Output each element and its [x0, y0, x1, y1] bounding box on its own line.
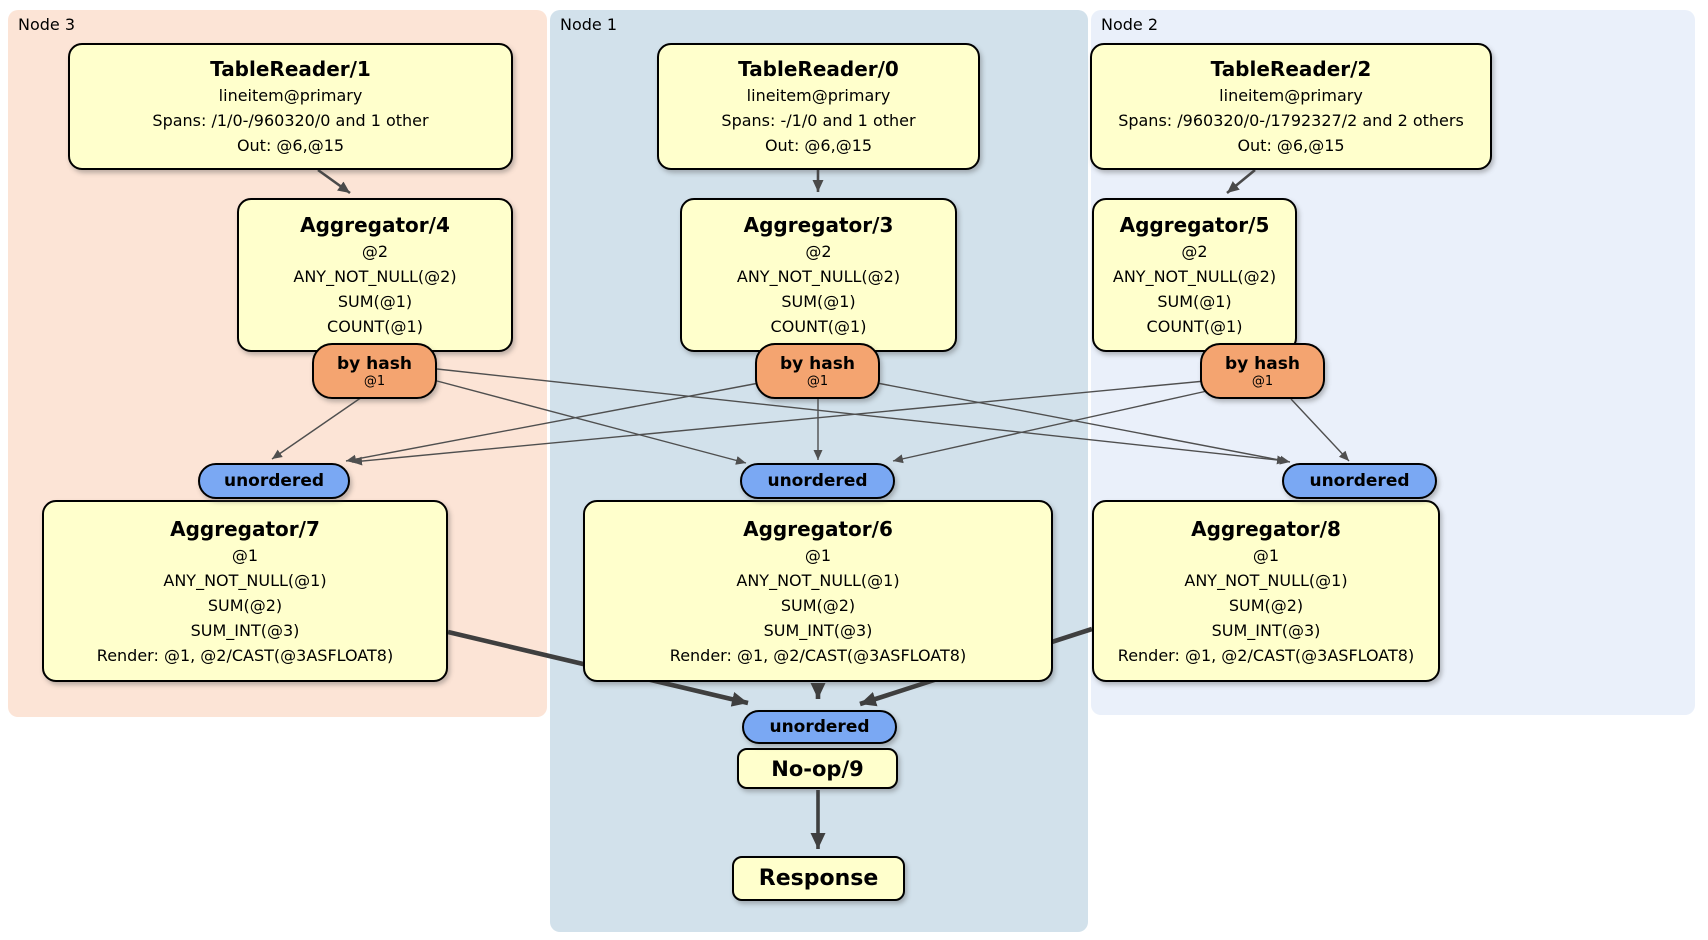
processor-noop-9: No-op/9: [737, 748, 898, 789]
processor-tablereader-0: TableReader/0 lineitem@primary Spans: -/…: [657, 43, 980, 170]
agg-group-col: @1: [1252, 545, 1280, 565]
agg-render-expr: Render: @1, @2/CAST(@3ASFLOAT8): [1117, 645, 1415, 665]
sync-label: unordered: [769, 717, 870, 737]
agg-group-col: @2: [805, 242, 832, 261]
processor-spans: Spans: /960320/0-/1792327/2 and 2 others: [1118, 111, 1464, 130]
agg-fn: ANY_NOT_NULL(@1): [163, 570, 327, 590]
processor-out: Out: @6,@15: [236, 136, 345, 155]
sync-label: unordered: [1309, 471, 1410, 491]
processor-aggregator-4: Aggregator/4 @2 ANY_NOT_NULL(@2) SUM(@1)…: [237, 198, 513, 352]
router-hash-column: @1: [363, 373, 386, 389]
processor-spans: Spans: -/1/0 and 1 other: [721, 111, 916, 130]
agg-group-col: @1: [231, 545, 259, 565]
region-node3-label: Node 3: [18, 15, 76, 34]
processor-title: Response: [758, 865, 879, 891]
region-node1-label: Node 1: [560, 15, 618, 34]
agg-fn: ANY_NOT_NULL(@2): [293, 267, 457, 286]
agg-fn: SUM_INT(@3): [190, 620, 300, 640]
agg-fn: SUM(@1): [781, 292, 856, 311]
sync-unordered-final: unordered: [742, 710, 897, 744]
agg-fn: ANY_NOT_NULL(@1): [1184, 570, 1348, 590]
edge-hash-n1-unordered-n2: [876, 382, 1291, 465]
processor-tablereader-1: TableReader/1 lineitem@primary Spans: /1…: [68, 43, 513, 170]
router-by-hash-node1: by hash @1: [755, 343, 880, 399]
sync-unordered-node2: unordered: [1282, 463, 1437, 499]
processor-title: Aggregator/3: [743, 213, 894, 237]
edge-hash-n2-unordered-n3: [351, 380, 1206, 466]
agg-fn: SUM(@1): [1157, 292, 1232, 311]
agg-render-expr: Render: @1, @2/CAST(@3ASFLOAT8): [669, 645, 967, 665]
processor-title: Aggregator/4: [300, 213, 450, 237]
agg-fn: COUNT(@1): [770, 317, 867, 336]
processor-title: Aggregator/8: [1191, 516, 1341, 541]
router-hash-column: @1: [1251, 373, 1274, 389]
router-label: by hash: [780, 353, 855, 374]
sync-unordered-node3: unordered: [198, 463, 350, 499]
agg-fn: ANY_NOT_NULL(@1): [736, 570, 900, 590]
agg-fn: SUM(@2): [207, 595, 283, 615]
edge-tablereader1-aggregator4: [317, 168, 351, 195]
router-by-hash-node2: by hash @1: [1200, 343, 1325, 399]
processor-aggregator-3: Aggregator/3 @2 ANY_NOT_NULL(@2) SUM(@1)…: [680, 198, 957, 352]
agg-fn: SUM(@2): [780, 595, 856, 615]
edge-hash-n3-unordered-n3: [271, 396, 363, 460]
processor-title: Aggregator/7: [170, 516, 320, 541]
processor-out: Out: @6,@15: [1237, 136, 1345, 155]
router-by-hash-node3: by hash @1: [312, 343, 437, 399]
processor-title: TableReader/1: [210, 57, 371, 81]
processor-aggregator-7: Aggregator/7 @1 ANY_NOT_NULL(@1) SUM(@2)…: [42, 500, 448, 682]
router-label: by hash: [337, 353, 412, 374]
processor-title: Aggregator/5: [1119, 213, 1270, 237]
processor-title: TableReader/0: [738, 57, 899, 81]
edge-hash-n3-unordered-n2: [436, 368, 1288, 465]
agg-fn: SUM(@2): [1228, 595, 1304, 615]
agg-fn: ANY_NOT_NULL(@2): [1112, 267, 1277, 286]
region-node2-label: Node 2: [1101, 15, 1159, 34]
processor-aggregator-5: Aggregator/5 @2 ANY_NOT_NULL(@2) SUM(@1)…: [1092, 198, 1297, 352]
sync-unordered-node1: unordered: [740, 463, 895, 499]
edge-hash-n2-unordered-n1: [892, 390, 1208, 464]
edge-hash-n1-unordered-n3: [345, 382, 760, 464]
processor-table: lineitem@primary: [1219, 86, 1363, 105]
router-label: by hash: [1225, 353, 1300, 374]
edge-hash-n3-unordered-n1: [436, 380, 747, 465]
processor-title: No-op/9: [771, 756, 864, 781]
processor-out: Out: @6,@15: [764, 136, 873, 155]
edge-hash-n2-unordered-n2: [1290, 398, 1350, 462]
processor-table: lineitem@primary: [746, 86, 891, 105]
agg-render-expr: Render: @1, @2/CAST(@3ASFLOAT8): [96, 645, 394, 665]
agg-fn: SUM_INT(@3): [1211, 620, 1321, 640]
sync-label: unordered: [223, 471, 325, 491]
agg-fn: SUM(@1): [337, 292, 413, 311]
agg-group-col: @2: [361, 242, 389, 261]
agg-fn: COUNT(@1): [1146, 317, 1243, 336]
agg-fn: ANY_NOT_NULL(@2): [736, 267, 901, 286]
processor-aggregator-8: Aggregator/8 @1 ANY_NOT_NULL(@1) SUM(@2)…: [1092, 500, 1440, 682]
agg-fn: SUM_INT(@3): [763, 620, 873, 640]
processor-title: Aggregator/6: [743, 516, 893, 541]
agg-group-col: @2: [1181, 242, 1208, 261]
agg-fn: COUNT(@1): [327, 317, 423, 336]
processor-tablereader-2: TableReader/2 lineitem@primary Spans: /9…: [1090, 43, 1492, 170]
sync-label: unordered: [767, 471, 868, 491]
processor-aggregator-6: Aggregator/6 @1 ANY_NOT_NULL(@1) SUM(@2)…: [583, 500, 1053, 682]
router-hash-column: @1: [806, 373, 829, 389]
processor-response: Response: [732, 856, 905, 901]
processor-spans: Spans: /1/0-/960320/0 and 1 other: [152, 111, 429, 130]
processor-table: lineitem@primary: [218, 86, 363, 105]
edge-tablereader2-aggregator5: [1226, 168, 1256, 195]
agg-group-col: @1: [804, 545, 832, 565]
processor-title: TableReader/2: [1210, 57, 1372, 81]
